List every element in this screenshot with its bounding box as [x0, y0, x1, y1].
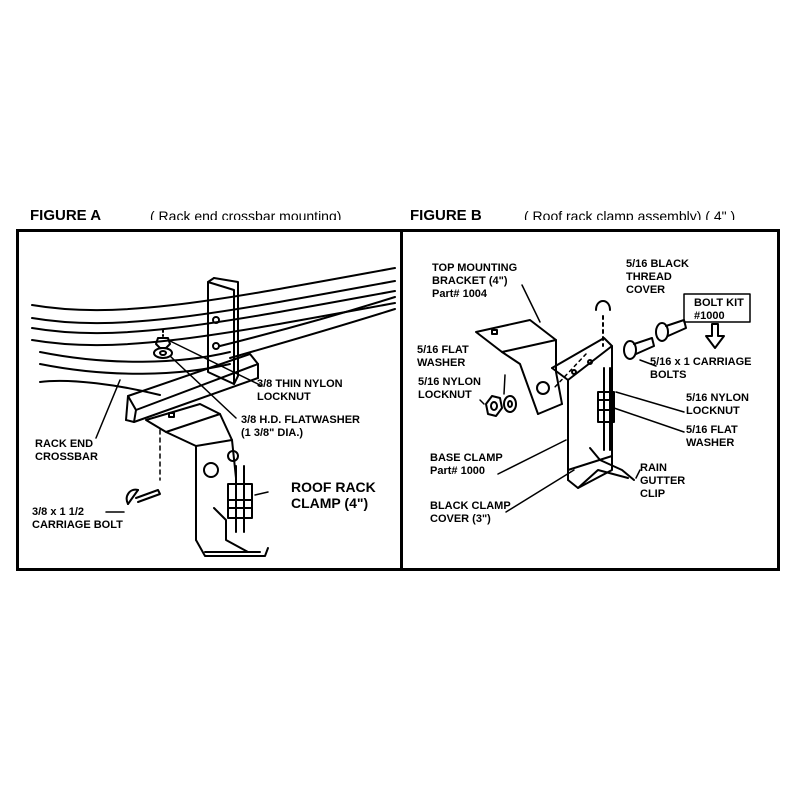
bolt-kit-arrow-icon — [705, 323, 725, 349]
rack-end-crossbar-illustration — [39, 353, 259, 423]
thread-cover-illustration — [595, 300, 611, 347]
roof-rack-clamp-illustration — [145, 403, 269, 557]
label-hd-flatwasher: 3/8 H.D. FLATWASHER (1 3/8" DIA.) — [241, 414, 360, 439]
label-roof-rack-clamp: ROOF RACK CLAMP (4") — [291, 479, 376, 511]
carriage-bolt-illustration — [125, 488, 161, 505]
label-base-clamp: BASE CLAMP Part# 1000 — [430, 452, 503, 477]
figure-b-leaders — [479, 284, 685, 513]
washer-nut-illustration — [153, 329, 173, 359]
label-rack-end-crossbar: RACK END CROSSBAR — [35, 438, 98, 463]
label-black-clamp-cover: BLACK CLAMP COVER (3") — [430, 500, 511, 525]
left-washer-nut-illustration — [485, 395, 517, 417]
bolt-kit-box — [683, 293, 751, 323]
figure-b-heading: FIGURE B — [410, 207, 482, 220]
label-carriage-bolts: 5/16 x 1 CARRIAGE BOLTS — [650, 356, 752, 381]
rack-rails-illustration — [31, 267, 396, 375]
figure-a-leaders — [95, 339, 269, 513]
carriage-bolts-illustration — [623, 319, 687, 360]
figure-a-heading: FIGURE A — [30, 207, 102, 220]
label-bolt-kit: BOLT KIT #1000 — [694, 297, 744, 322]
figure-b-subtitle: ( Roof rack clamp assembly) ( 4" ) — [524, 208, 736, 220]
base-clamp-illustration — [551, 337, 613, 489]
label-flat-washer-right: 5/16 FLAT WASHER — [686, 424, 738, 449]
label-carriage-bolt: 3/8 x 1 1/2 CARRIAGE BOLT — [32, 506, 123, 531]
label-flat-washer-left: 5/16 FLAT WASHER — [417, 344, 469, 369]
label-nylon-locknut-left: 5/16 NYLON LOCKNUT — [418, 376, 481, 401]
figure-b-panel — [400, 229, 780, 571]
vertical-post-illustration — [207, 277, 239, 385]
figure-a-subtitle: ( Rack end crossbar mounting) — [150, 208, 342, 220]
label-rain-gutter-clip: RAIN GUTTER CLIP — [640, 462, 686, 500]
label-black-thread-cover: 5/16 BLACK THREAD COVER — [626, 258, 689, 296]
label-top-mounting-bracket: TOP MOUNTING BRACKET (4") Part# 1004 — [432, 262, 518, 300]
bolt-nut-assembly-illustration — [577, 367, 635, 489]
label-nylon-locknut-right: 5/16 NYLON LOCKNUT — [686, 392, 749, 417]
label-thin-nylon-locknut: 3/8 THIN NYLON LOCKNUT — [257, 378, 343, 403]
